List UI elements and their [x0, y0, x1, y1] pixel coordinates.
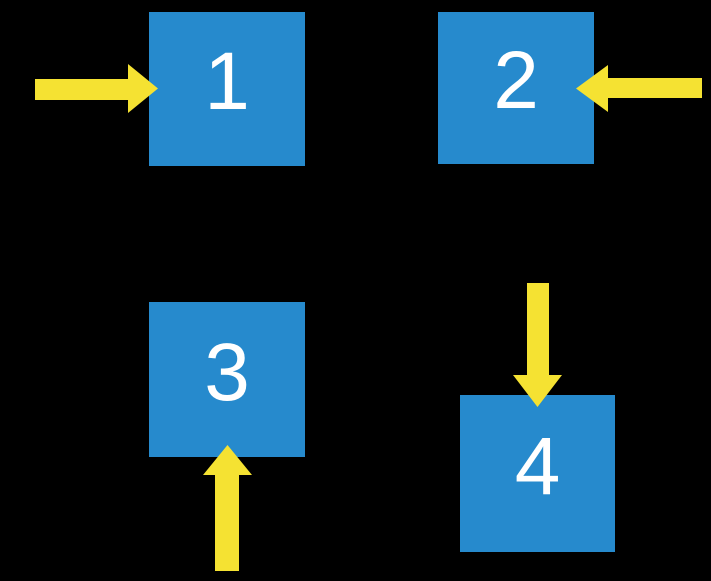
right-arrow-icon: [35, 64, 158, 113]
square-1-label: 1: [204, 36, 250, 127]
square-2: 2: [438, 12, 594, 164]
left-arrow-icon: [576, 65, 702, 112]
square-2-label: 2: [493, 35, 539, 126]
square-1: 1: [149, 12, 305, 166]
square-3-label: 3: [204, 326, 250, 418]
up-arrow-icon: [203, 445, 252, 571]
square-4-label: 4: [514, 420, 561, 512]
down-arrow-icon: [513, 283, 562, 407]
square-3: 3: [149, 302, 305, 457]
square-4: 4: [460, 395, 615, 552]
